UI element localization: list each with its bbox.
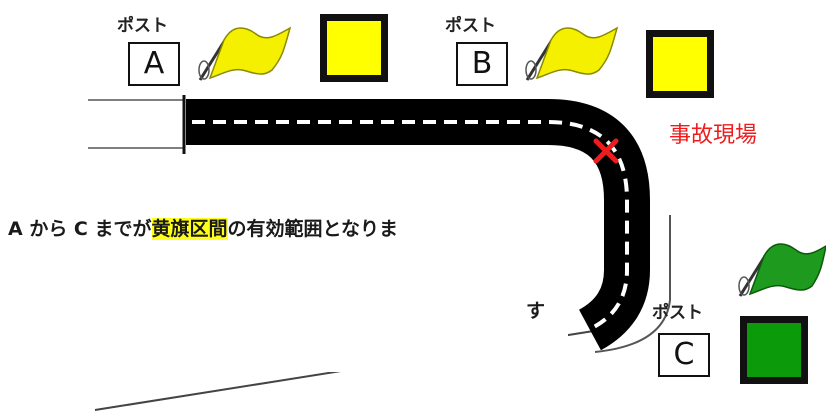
post-c-flag-status-box	[740, 316, 808, 384]
post-b-label: ポスト	[445, 16, 496, 36]
post-c-sign: C	[658, 333, 710, 377]
caption-highlight: 黄旗区間	[151, 218, 228, 240]
post-a-label: ポスト	[117, 16, 168, 36]
post-a-flag-status-box	[320, 14, 388, 82]
post-a-sign: A	[128, 42, 180, 86]
caption-pre: A から C までが	[8, 218, 152, 240]
post-b-flag-status-box	[646, 30, 714, 98]
incident-marker	[593, 138, 619, 164]
yellow-flag-a-icon	[198, 26, 292, 81]
track-centerline	[192, 120, 629, 330]
post-b-sign: B	[456, 42, 508, 86]
caption-panel	[0, 186, 568, 372]
caption-post: の有効範囲となりま	[227, 218, 398, 240]
green-flag-c-icon	[738, 243, 826, 297]
track-outer-curb	[594, 215, 671, 353]
yellow-flag-b-icon	[525, 26, 619, 81]
incident-label: 事故現場	[669, 123, 758, 148]
post-c-label: ポスト	[652, 303, 703, 323]
caption-text: A から C までが黄旗区間の有効範囲となりま	[8, 214, 398, 241]
caption-tail: す	[526, 300, 546, 322]
